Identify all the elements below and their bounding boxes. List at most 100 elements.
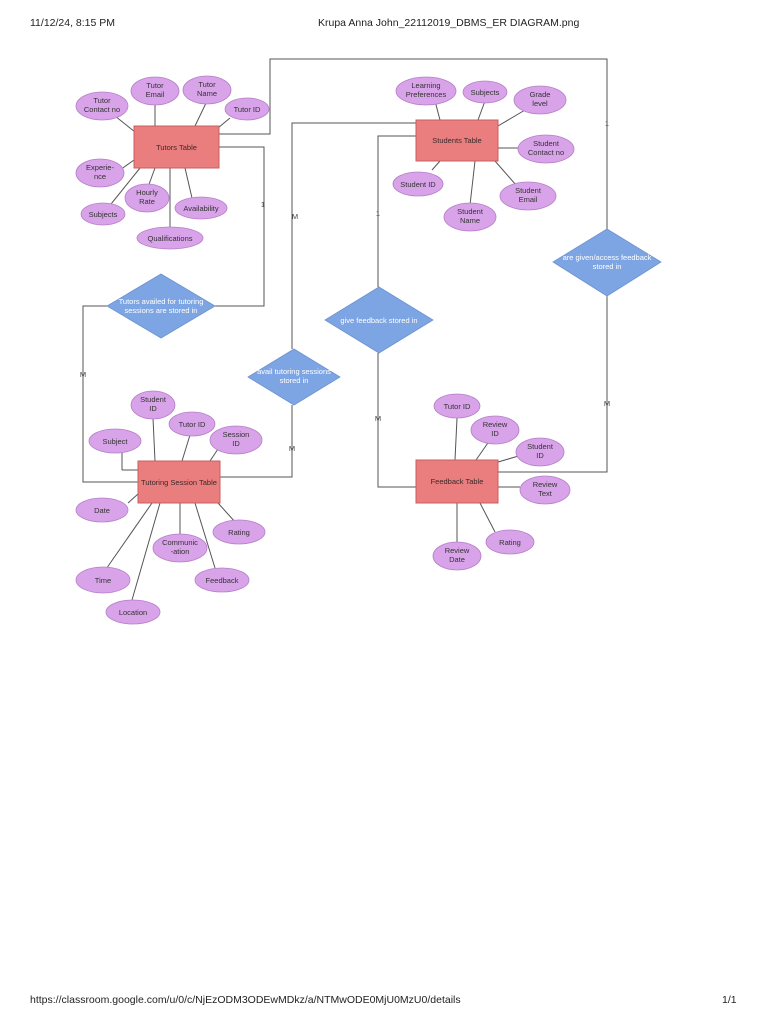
svg-text:Name: Name: [197, 89, 217, 98]
svg-text:Name: Name: [460, 216, 480, 225]
svg-text:Rate: Rate: [139, 197, 155, 206]
cardinality-many-label: M: [604, 399, 610, 408]
svg-text:Text: Text: [538, 489, 553, 498]
relationship-label-line-1: avail tutoring sessions: [257, 367, 331, 376]
svg-text:Student: Student: [140, 395, 167, 404]
svg-text:Contact no: Contact no: [528, 148, 564, 157]
print-page-number: 1/1: [722, 994, 737, 1006]
attr-hourly-rate: Hourly Rate: [124, 183, 170, 213]
svg-text:Location: Location: [119, 608, 147, 617]
attr-qualifications: Qualifications: [136, 226, 204, 250]
cardinality-one-label: 1: [605, 119, 609, 128]
svg-text:Preferences: Preferences: [406, 90, 447, 99]
cardinality-many-label: M: [375, 414, 381, 423]
attr-session-communication: Communic -ation: [152, 533, 208, 563]
attribute-connectors: [102, 100, 526, 601]
svg-text:Subjects: Subjects: [89, 210, 118, 219]
svg-text:Tutor ID: Tutor ID: [444, 402, 471, 411]
attr-session-student-id: Student ID: [130, 390, 176, 420]
svg-text:Grade: Grade: [530, 90, 551, 99]
cardinality-one-label: 1: [376, 209, 380, 218]
attr-student-name: Student Name: [443, 202, 497, 232]
cardinality-many-label: M: [292, 212, 298, 221]
attr-session-location: Location: [105, 599, 161, 625]
attr-tutor-email: Tutor Email: [130, 76, 180, 106]
attr-student-email: Student Email: [499, 181, 557, 211]
svg-text:Student: Student: [533, 139, 560, 148]
attr-student-contact-no: Student Contact no: [517, 134, 575, 164]
attr-tutor-id: Tutor ID: [224, 97, 270, 121]
svg-text:-ation: -ation: [171, 547, 190, 556]
svg-text:Hourly: Hourly: [136, 188, 158, 197]
svg-text:nce: nce: [94, 172, 106, 181]
attr-feedback-review-id: Review ID: [470, 415, 520, 445]
svg-text:Feedback: Feedback: [206, 576, 239, 585]
attr-feedback-student-id: Student ID: [515, 437, 565, 467]
svg-text:Review: Review: [533, 480, 558, 489]
attr-session-subject: Subject: [88, 428, 142, 454]
svg-text:Review: Review: [445, 546, 470, 555]
attr-tutor-name: Tutor Name: [182, 75, 232, 105]
attr-session-date: Date: [75, 497, 129, 523]
svg-text:Time: Time: [95, 576, 111, 585]
relationship-label-line-1: give feedback stored in: [340, 316, 417, 325]
relationship-avail-sessions: avail tutoring sessions stored in: [247, 348, 341, 406]
entity-label: Tutors Table: [156, 143, 197, 152]
print-datetime: 11/12/24, 8:15 PM: [30, 17, 116, 29]
attr-session-feedback: Feedback: [194, 567, 250, 593]
cardinality-many-label: M: [289, 444, 295, 453]
svg-text:Experie-: Experie-: [86, 163, 114, 172]
svg-text:Learning: Learning: [411, 81, 440, 90]
entity-label: Students Table: [432, 136, 481, 145]
svg-text:Email: Email: [519, 195, 538, 204]
entity-feedback-table: Feedback Table: [415, 459, 499, 504]
svg-text:Contact no: Contact no: [84, 105, 120, 114]
svg-text:Rating: Rating: [228, 528, 250, 537]
entity-tutors-table: Tutors Table: [133, 125, 220, 169]
attr-session-tutor-id: Tutor ID: [168, 411, 216, 437]
attr-session-time: Time: [75, 566, 131, 594]
relationship-label-line-2: sessions are stored in: [125, 306, 198, 315]
attr-session-id: Session ID: [209, 425, 263, 455]
attr-student-id: Student ID: [392, 171, 444, 197]
entity-label: Tutoring Session Table: [141, 478, 217, 487]
entity-students-table: Students Table: [415, 119, 499, 162]
relationship-label-line-2: stored in: [593, 262, 622, 271]
attr-feedback-rating: Rating: [485, 529, 535, 555]
relationship-tutors-availed: Tutors availed for tutoring sessions are…: [106, 273, 216, 339]
relationship-given-feedback: are given/access feedback stored in: [552, 228, 662, 297]
entity-label: Feedback Table: [431, 477, 484, 486]
svg-text:Date: Date: [449, 555, 465, 564]
attr-experience: Experie- nce: [75, 158, 125, 188]
print-url[interactable]: https://classroom.google.com/u/0/c/NjEzO…: [30, 994, 461, 1006]
attr-learning-preferences: Learning Preferences: [395, 76, 457, 106]
relationship-label-line-1: are given/access feedback: [563, 253, 652, 262]
cardinality-many-label: M: [80, 370, 86, 379]
relationship-give-feedback: give feedback stored in: [324, 286, 434, 354]
svg-text:ID: ID: [536, 451, 544, 460]
attr-availability: Availability: [174, 196, 228, 220]
attr-session-rating: Rating: [212, 519, 266, 545]
print-filename: Krupa Anna John_22112019_DBMS_ER DIAGRAM…: [318, 17, 580, 29]
svg-text:Tutor: Tutor: [93, 96, 111, 105]
svg-text:Qualifications: Qualifications: [147, 234, 192, 243]
attr-grade-level: Grade level: [513, 85, 567, 115]
cardinality-labels: 1 1 1 M M M M M: [80, 119, 610, 453]
svg-text:Tutor ID: Tutor ID: [234, 105, 261, 114]
svg-text:Communic: Communic: [162, 538, 198, 547]
attr-subjects: Subjects: [80, 202, 126, 226]
svg-text:Date: Date: [94, 506, 110, 515]
attr-student-subjects: Subjects: [462, 80, 508, 104]
cardinality-one-label: 1: [261, 200, 265, 209]
svg-text:Tutor ID: Tutor ID: [179, 420, 206, 429]
svg-text:Tutor: Tutor: [146, 81, 164, 90]
svg-text:Student ID: Student ID: [400, 180, 436, 189]
svg-text:Availability: Availability: [183, 204, 219, 213]
svg-text:Subject: Subject: [102, 437, 128, 446]
svg-text:Student: Student: [527, 442, 554, 451]
entity-tutoring-session-table: Tutoring Session Table: [137, 460, 221, 504]
attr-feedback-review-text: Review Text: [519, 475, 571, 505]
svg-text:ID: ID: [491, 429, 499, 438]
svg-text:Rating: Rating: [499, 538, 521, 547]
